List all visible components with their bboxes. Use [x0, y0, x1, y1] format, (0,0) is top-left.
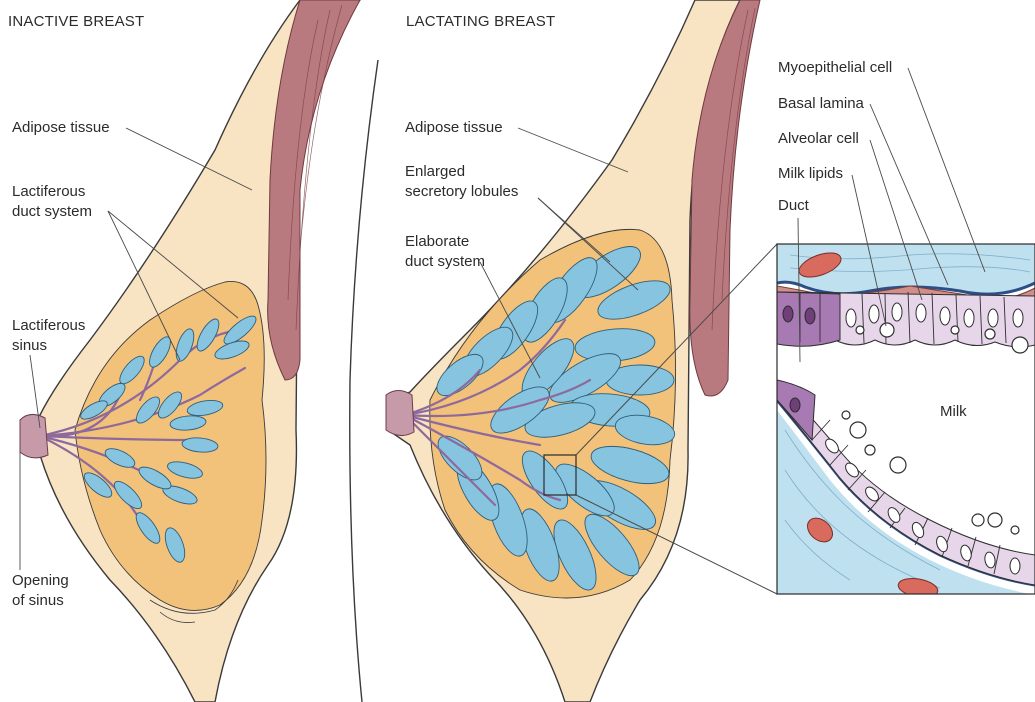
label-basal-lamina: Basal lamina [778, 95, 865, 112]
label-myoepithelial-cell: Myoepithelial cell [778, 59, 892, 76]
label-lactiferous-sinus-line2: sinus [12, 337, 47, 354]
leader-adipose-right [518, 128, 628, 172]
label-opening-line1: Opening [12, 572, 69, 589]
label-adipose-tissue-left: Adipose tissue [12, 119, 110, 136]
heading-lactating-breast: LACTATING BREAST [406, 13, 555, 30]
inactive-breast-illustration [20, 0, 378, 702]
label-duct: Duct [778, 197, 810, 214]
leader-myoepithelial [908, 68, 985, 272]
label-lactiferous-duct-line1: Lactiferous [12, 183, 85, 200]
label-lactiferous-duct-line2: duct system [12, 203, 92, 220]
magnified-alveolus [777, 244, 1035, 600]
label-alveolar-cell: Alveolar cell [778, 130, 859, 147]
label-opening-line2: of sinus [12, 592, 64, 609]
inactive-nipple [20, 414, 48, 457]
lactating-breast-illustration [386, 0, 777, 702]
heading-inactive-breast: INACTIVE BREAST [8, 13, 144, 30]
label-lactiferous-sinus-line1: Lactiferous [12, 317, 85, 334]
label-elaborate-line1: Elaborate [405, 233, 469, 250]
label-enlarged-line2: secretory lobules [405, 183, 518, 200]
label-elaborate-line2: duct system [405, 253, 485, 270]
label-enlarged-line1: Enlarged [405, 163, 465, 180]
chest-wall-line [350, 60, 378, 702]
label-milk-lipids: Milk lipids [778, 165, 843, 182]
label-milk: Milk [940, 403, 967, 420]
lactating-nipple [386, 391, 414, 436]
label-adipose-tissue-right: Adipose tissue [405, 119, 503, 136]
